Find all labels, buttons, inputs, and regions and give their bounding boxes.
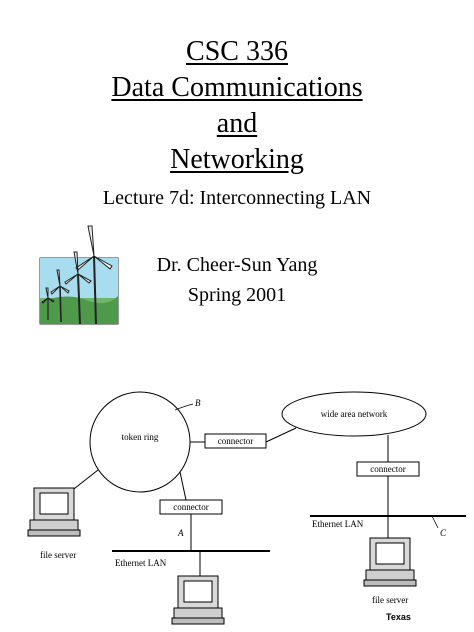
ethernet-right-label: Ethernet LAN xyxy=(312,519,364,529)
title-line-and: and xyxy=(216,108,258,139)
title-line-subject: Data Communications xyxy=(111,72,363,103)
connector-left-label: connector xyxy=(173,502,208,512)
texas-label: Texas xyxy=(386,612,411,622)
term-label: Spring 2001 xyxy=(187,284,287,306)
computer-icon xyxy=(27,487,81,537)
point-a-label: A xyxy=(177,528,184,538)
computer-icon xyxy=(171,575,225,625)
connector-top-box xyxy=(204,433,267,449)
lecture-subtitle: Lecture 7d: Interconnecting LAN xyxy=(102,187,372,209)
wan-label: wide area network xyxy=(321,409,388,419)
connector-right-label: connector xyxy=(370,464,405,474)
ethernet-left-label: Ethernet LAN xyxy=(115,558,167,568)
token-ring-circle xyxy=(89,391,191,493)
connector-top-label: connector xyxy=(218,436,253,446)
point-b-label: B xyxy=(195,398,201,408)
file-server-left-label: file server xyxy=(40,550,76,560)
wan-ellipse xyxy=(281,391,427,437)
computer-icon xyxy=(363,537,417,587)
author-name: Dr. Cheer-Sun Yang xyxy=(156,254,318,276)
file-server-right-label: file server xyxy=(372,595,408,605)
token-ring-label: token ring xyxy=(122,432,159,442)
wind-turbines-clipart-icon xyxy=(39,225,119,325)
point-c-label: C xyxy=(440,528,447,538)
network-diagram: token ring B wide area network connector… xyxy=(27,391,466,625)
title-line-course: CSC 336 xyxy=(186,36,288,67)
title-line-networking: Networking xyxy=(170,144,304,175)
